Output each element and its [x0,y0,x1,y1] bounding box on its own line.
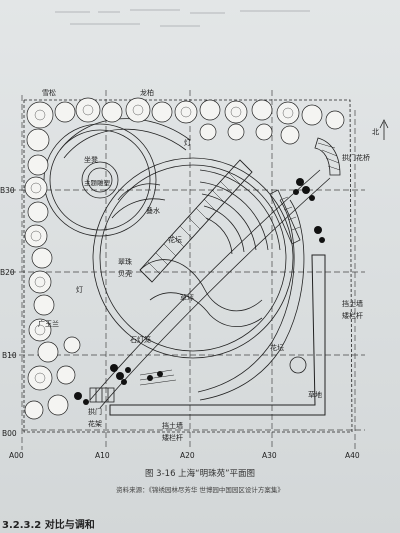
bleed-through-text [55,9,310,27]
label-arch-bridge: 花桥 [356,153,370,162]
label-cuizhu: 翠珠 [118,257,132,266]
label-stone-lantern: 石灯笼 [130,335,151,344]
north-label: 北 [372,128,379,136]
figure-source: 资料来源：《锦绣园林尽芳华 世博园中国园区设计方案集》 [116,486,284,494]
grid-label-y: B20 [0,268,15,277]
label-beike: 贝壳 [118,269,132,278]
label-flowerbed: 花坛 [270,343,284,352]
label-retaining-wall: 挡土墙 [162,421,183,430]
arch-bridge [314,137,341,176]
grid-lines [10,90,365,450]
dark-shrubs [74,178,325,405]
grid-label-y: B30 [0,186,15,195]
north-arrow: 北 [372,119,389,140]
label-arch-bridge: 拱门 [342,153,356,162]
grid-label-y: B10 [2,351,17,360]
tree-canopy-details [30,104,294,384]
grid-axis-labels: A00 A10 A20 A30 A40 B30 B20 B10 B00 [0,186,360,460]
main-circle [92,157,294,359]
figure-caption: 图 3-16 上海“明珠苑”平面图 [144,469,255,479]
label-arch-pergola: 花架 [88,419,102,428]
label-magnolia: 广玉兰 [38,319,59,328]
grid-label-x: A20 [180,451,195,460]
label-lamp: 灯 [76,285,83,294]
site-boundary [23,99,353,433]
grid-label-x: A00 [9,451,24,460]
tree-canopies [24,97,345,420]
label-retaining-wall: 挡土墙 [342,299,363,308]
label-lamp: 灯 [184,138,191,147]
section-heading: 3.2.3.2 对比与调和 [2,520,95,531]
label-grass: 草地 [308,390,322,399]
label-cascade: 叠水 [146,206,160,215]
label-sculpture: 主题雕塑 [84,178,111,187]
grid-label-x: A30 [262,451,277,460]
grid-label-y: B00 [2,429,17,438]
label-xuesong: 雪松 [42,88,56,97]
label-arch-pergola: 拱门 [88,407,102,416]
label-lawn: 草坪 [180,293,194,302]
label-low-railing: 矮栏杆 [342,311,363,320]
label-low-railing: 矮栏杆 [162,433,183,442]
cascade-steps [139,159,253,283]
retaining-wall-right [109,254,326,416]
stairs-right [269,189,301,245]
label-flowerbed: 花坛 [168,235,182,244]
site-plan-drawing: A00 A10 A20 A30 A40 B30 B20 B10 B00 [0,88,389,460]
label-longbai: 龙柏 [140,88,154,97]
label-seat: 坐凳 [84,155,98,164]
grid-label-x: A10 [95,451,110,460]
grid-label-x: A40 [345,451,360,460]
